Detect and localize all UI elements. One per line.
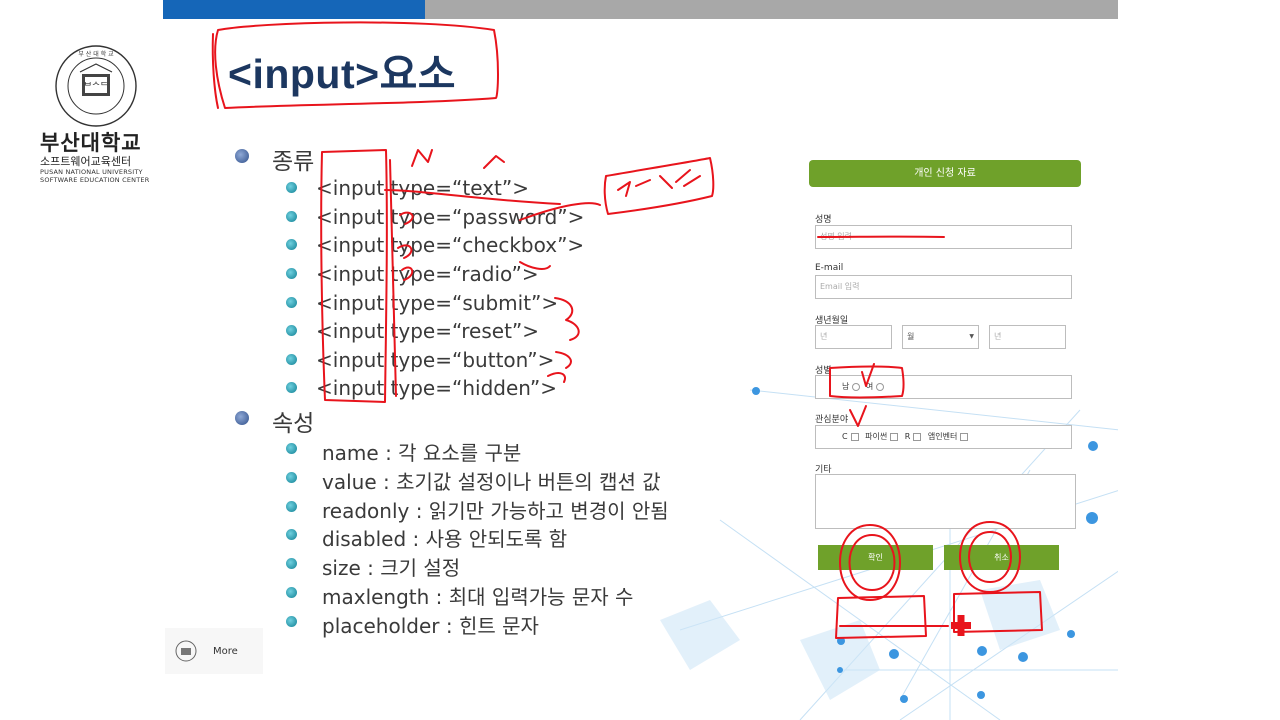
bullet-icon: [286, 616, 297, 627]
bullet-icon: [286, 297, 297, 308]
bullet-icon: [286, 558, 297, 569]
bullet-icon: [286, 382, 297, 393]
bullet-icon: [286, 529, 297, 540]
birth-year-field: 년: [815, 325, 892, 349]
checkbox-icon: [890, 432, 899, 441]
interest-label: 관심분야: [815, 415, 849, 425]
form-header: 개인 신청 자료: [809, 160, 1081, 187]
svg-text:부 산 대 학 교: 부 산 대 학 교: [78, 50, 114, 58]
slide-title: <input>요소: [228, 51, 457, 97]
bullet-icon: [286, 211, 297, 222]
checkbox-icon: [913, 432, 922, 441]
english-name-line1: PUSAN NATIONAL UNIVERSITY: [40, 168, 143, 176]
top-bar-accent: [163, 0, 425, 19]
cancel-button: 취소: [944, 545, 1059, 570]
svg-text:ᄇᄉᄃ: ᄇᄉᄃ: [84, 81, 109, 92]
seal-icon: [175, 640, 197, 662]
interest-field: C 파이썬 R 앱인벤터: [815, 425, 1072, 449]
bullet-icon: [286, 443, 297, 454]
radio-icon: [852, 382, 861, 391]
university-seal-icon: ᄇᄉᄃ 부 산 대 학 교: [55, 45, 137, 127]
slide-margin: [1118, 0, 1280, 720]
center-name: 소프트웨어교육센터: [40, 155, 132, 168]
birth-month-select: 월 ▼: [902, 325, 979, 349]
etc-textarea: [815, 474, 1076, 529]
bullet-icon: [286, 472, 297, 483]
email-label: E-mail: [815, 263, 844, 273]
top-bar: [425, 0, 1118, 19]
bullet-icon: [286, 268, 297, 279]
university-name: 부산대학교: [40, 131, 142, 155]
english-name-line2: SOFTWARE EDUCATION CENTER: [40, 176, 150, 184]
plus-icon: [951, 615, 971, 636]
birth-label: 생년월일: [815, 316, 849, 326]
radio-icon: [876, 382, 885, 391]
gender-label: 성별: [815, 366, 832, 376]
dropdown-arrow-icon: ▼: [969, 333, 974, 340]
gender-field: 남 여: [815, 375, 1072, 399]
checkbox-icon: [960, 432, 969, 441]
bullet-icon: [286, 587, 297, 598]
checkbox-icon: [850, 432, 859, 441]
bullet-icon: [235, 411, 249, 425]
etc-label: 기타: [815, 465, 832, 475]
email-field: Email 입력: [815, 275, 1072, 299]
confirm-button: 확인: [818, 545, 933, 570]
birth-day-field: 년: [989, 325, 1066, 349]
more-button[interactable]: More: [165, 628, 263, 674]
bullet-icon: [286, 325, 297, 336]
bullet-icon: [286, 354, 297, 365]
name-label: 성명: [815, 215, 832, 225]
bullet-icon: [286, 239, 297, 250]
bullet-icon: [286, 501, 297, 512]
bullet-icon: [286, 182, 297, 193]
bullet-icon: [235, 149, 249, 163]
